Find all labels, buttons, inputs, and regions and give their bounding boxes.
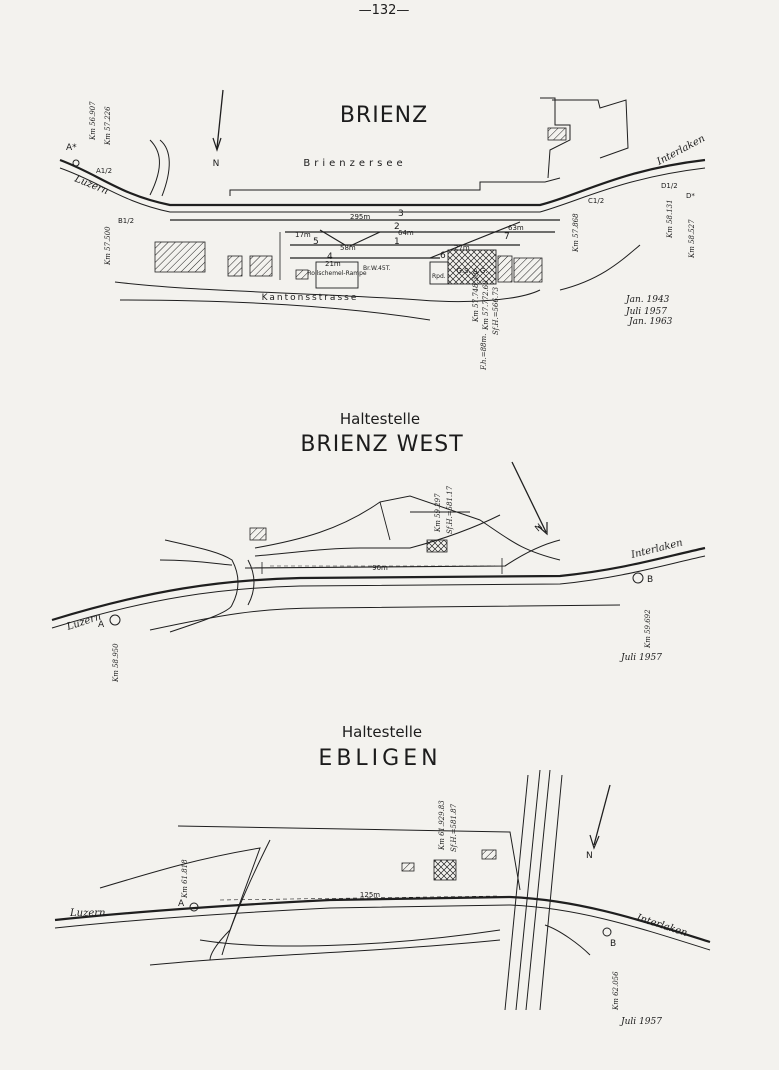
km-59297: Km 59.297 xyxy=(434,493,442,533)
signal-b-west: B xyxy=(647,575,653,585)
distance-295m: 295m xyxy=(350,213,370,221)
distance-90m-west: 90m xyxy=(372,564,388,572)
km-57748: Km 57.748.38 xyxy=(472,272,480,323)
track-2: 2 xyxy=(394,222,400,232)
km-57500: Km 57.500 xyxy=(104,226,112,266)
km-58950: Km 58.950 xyxy=(112,643,120,683)
brienz-west-label: Haltestelle xyxy=(340,410,420,428)
lake-label: Brienzersee xyxy=(303,158,406,169)
km-57772: Km 57.772.60 xyxy=(482,280,490,331)
signal-a-half: A1/2 xyxy=(96,167,112,175)
km-61818: Km 61.818 xyxy=(181,859,189,899)
km-56907: Km 56.907 xyxy=(89,101,97,141)
north-label-west: N xyxy=(534,522,546,534)
signal-d-star: D* xyxy=(686,192,695,200)
date-ebligen: Juli 1957 xyxy=(619,1017,662,1027)
km-58131: Km 58.131 xyxy=(666,199,674,239)
station-building-label: G.S. A.G. xyxy=(456,267,487,275)
km-57868: Km 57.868 xyxy=(572,213,580,253)
km-61929: Km 61.929.83 xyxy=(438,800,446,851)
date-1943: Jan. 1943 xyxy=(624,295,670,305)
north-label: N xyxy=(213,159,220,169)
north-arrow: N xyxy=(212,89,224,169)
page-number: —132— xyxy=(359,3,410,18)
brienz-west-plan: Haltestelle BRIENZ WEST N 90m Km 59.297 … xyxy=(51,410,706,683)
brienz-plan: BRIENZ Brienzersee N 3 2 1 4 5 6 7 xyxy=(59,89,707,371)
sf-h-566: Sf.H.=566.73 xyxy=(492,286,500,335)
signal-c-half: C1/2 xyxy=(588,197,604,205)
km-57226: Km 57.226 xyxy=(104,106,112,146)
ebligen-label: Haltestelle xyxy=(342,723,422,741)
ebligen-title: EBLIGEN xyxy=(318,746,441,771)
brienz-west-title: BRIENZ WEST xyxy=(300,432,463,457)
from-luzern: Luzern xyxy=(72,173,110,197)
track-4: 4 xyxy=(327,252,333,262)
north-label-ebligen: N xyxy=(586,851,593,861)
sf-h-581-87: Sf.H.=581.87 xyxy=(450,803,458,852)
sf-h-581-17: Sf.H.=581.17 xyxy=(446,485,454,534)
track-3: 3 xyxy=(398,209,404,219)
km-58527: Km 58.527 xyxy=(688,219,696,259)
rpd-label: Rpd. xyxy=(432,273,446,280)
distance-17m: 17m xyxy=(295,231,311,239)
signal-a-west: A xyxy=(98,620,105,630)
track-7: 7 xyxy=(504,232,510,242)
signal-b-ebligen: B xyxy=(610,939,616,949)
distance-27m: 27m xyxy=(454,244,470,252)
signal-a-ebligen: A xyxy=(178,899,185,909)
distance-58m: 58m xyxy=(340,244,356,252)
distance-21m: 21m xyxy=(325,260,341,268)
brienz-title: BRIENZ xyxy=(340,103,428,128)
signal-b-half: B1/2 xyxy=(118,217,134,225)
signal-a-star: A* xyxy=(66,143,77,153)
date-1963: Jan. 1963 xyxy=(627,317,673,327)
road-label: Kantonsstrasse xyxy=(262,293,359,303)
track-5: 5 xyxy=(313,237,319,247)
distance-63m: 63m xyxy=(508,224,524,232)
fh-88m: F.h.=88m. xyxy=(480,334,488,371)
from-luzern-ebligen: Luzern xyxy=(69,908,106,919)
to-interlaken-west: Interlaken xyxy=(629,537,684,561)
north-arrow-ebligen: N xyxy=(586,784,611,861)
distance-125m: 125m xyxy=(360,891,380,899)
km-62056: Km 62.056 xyxy=(612,971,620,1011)
bridge-scale-label: Br.W.45T. xyxy=(363,265,391,272)
distance-64m: 64m xyxy=(398,229,414,237)
track-6: 6 xyxy=(440,251,446,261)
date-west: Juli 1957 xyxy=(619,653,662,663)
signal-d-half: D1/2 xyxy=(661,182,678,190)
north-arrow-west: N xyxy=(511,461,548,536)
date-1957: Juli 1957 xyxy=(624,307,667,317)
track-1: 1 xyxy=(394,237,400,247)
km-59692: Km 59.692 xyxy=(644,609,652,649)
ramp-label: Rollschemel-Rampe xyxy=(307,270,367,277)
ebligen-plan: Haltestelle EBLIGEN N 125m Km 61.929.83 … xyxy=(54,723,711,1027)
